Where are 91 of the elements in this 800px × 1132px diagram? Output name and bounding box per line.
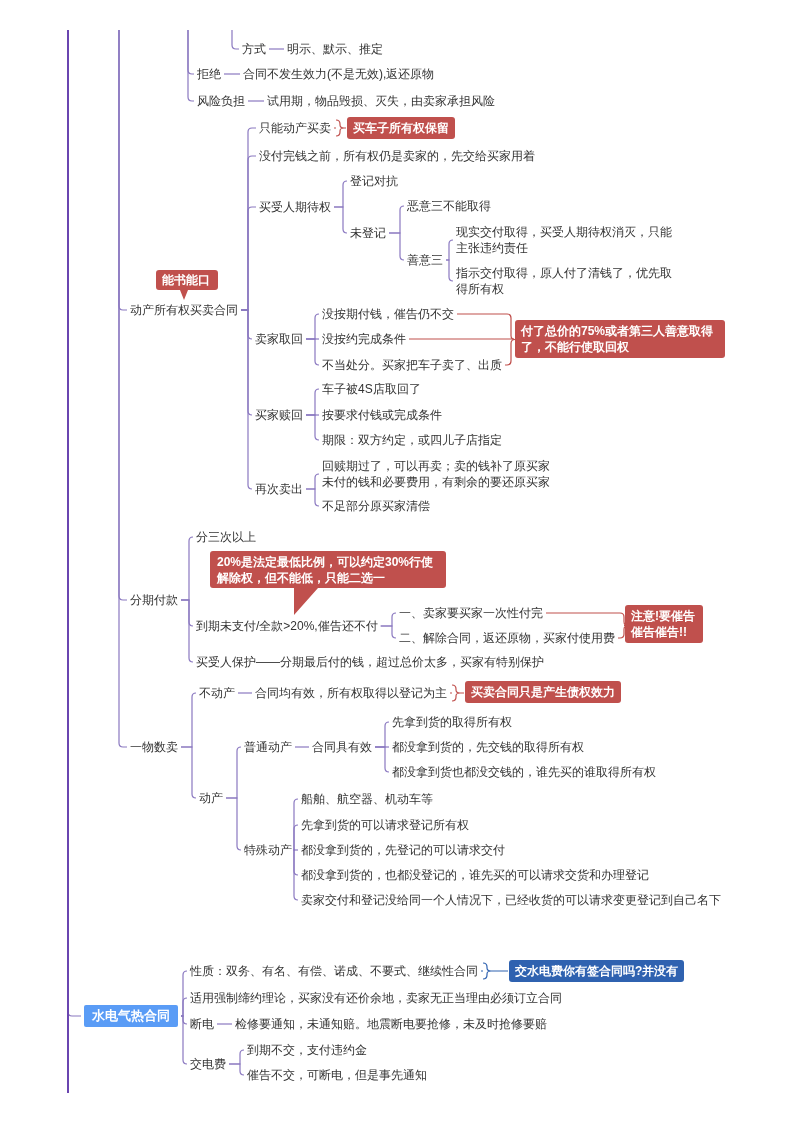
- connector-line: [293, 849, 299, 901]
- topic-text: 不当处分。买家把车子卖了、出质: [322, 357, 502, 373]
- summary-brace: [408, 338, 515, 340]
- topic-text: 到期未支付/全款>20%,催告还不付: [196, 618, 378, 634]
- connector-line: [374, 746, 390, 773]
- topic-text: 指示交付取得，原人付了清钱了，优先取得所有权: [456, 265, 678, 297]
- topic-text: 拒绝: [197, 66, 221, 82]
- connector-line: [180, 599, 194, 663]
- connector-line: [305, 338, 320, 366]
- topic-text: 没按期付钱，催告仍不交: [322, 306, 454, 322]
- topic-text: 性质：双务、有名、有偿、诺成、不要式、继续性合同: [190, 963, 478, 979]
- connector-line: [223, 73, 241, 75]
- topic-text: 卖家交付和登记没给同一个人情况下，已经收货的可以请求变更登记到自己名下: [301, 892, 721, 908]
- connector-line: [333, 206, 348, 234]
- topic-text: 断电: [190, 1016, 214, 1032]
- topic-text: 没按约完成条件: [322, 331, 406, 347]
- connector-line: [445, 239, 454, 261]
- connector-line: [180, 1015, 188, 1065]
- connector-line: [294, 849, 299, 851]
- topic-text: 买受人保护——分期最后付的钱，超过总价太多，买家有特别保护: [196, 654, 544, 670]
- connector-line: [237, 692, 253, 694]
- topic-text: 回赎期过了，可以再卖；卖的钱补了原买家未付的钱和必要费用，有剩余的要还原买家: [322, 458, 554, 490]
- topic-text: 只能动产买卖: [259, 120, 331, 136]
- topic-text: 交电费: [190, 1056, 226, 1072]
- connector-line: [380, 625, 397, 639]
- connector-line: [388, 232, 405, 261]
- topic-text: 动产: [199, 790, 223, 806]
- connector-line: [180, 997, 188, 1017]
- note-callout: 买卖合同只是产生债权效力: [465, 681, 621, 703]
- note-callout: 注意!要催告催告催告!!: [625, 605, 703, 643]
- connector-line: [445, 259, 454, 282]
- topic-text: 都没拿到货也都没交钱的，谁先买的谁取得所有权: [392, 764, 656, 780]
- topic-text: 试用期，物品毁损、灭失，由卖家承担风险: [267, 93, 495, 109]
- connector-line: [240, 309, 253, 490]
- topic-text: 都没拿到货的，先交钱的取得所有权: [392, 739, 584, 755]
- topic-text: 不足部分原买家清偿: [322, 498, 430, 514]
- topic-text: 分三次以上: [196, 529, 256, 545]
- note-callout: 买车子所有权保留: [347, 117, 455, 139]
- connector-line: [294, 746, 310, 748]
- connector-line: [293, 824, 299, 851]
- topic-text: 没付完钱之前，所有权仍是卖家的，先交给买家用着: [259, 148, 535, 164]
- topic-text: 按要求付钱或完成条件: [322, 407, 442, 423]
- topic-text: 登记对抗: [350, 173, 398, 189]
- topic-text: 适用强制缔约理论，买家没有还价余地，卖家无正当理由必须订立合同: [190, 990, 562, 1006]
- topic-text: 现实交付取得，买受人期待权消灭，只能主张违约责任: [456, 224, 678, 256]
- topic-text: 善意三: [407, 252, 443, 268]
- topic-text: 明示、默示、推定: [287, 41, 383, 57]
- topic-text: 特殊动产: [244, 842, 292, 858]
- note-callout: 付了总价的75%或者第三人善意取得了，不能行使取回权: [515, 320, 725, 358]
- topic-text: 风险负担: [197, 93, 245, 109]
- topic-text: 期限：双方约定，或四儿子店指定: [322, 432, 502, 448]
- summary-brace: [449, 684, 465, 702]
- topic-text: 未登记: [350, 225, 386, 241]
- topic-text: 到期不交，支付违约金: [247, 1042, 367, 1058]
- topic-text: 先拿到货的取得所有权: [392, 714, 512, 730]
- topic-text: 催告不交，可断电，但是事先通知: [247, 1067, 427, 1083]
- topic-text: 买家赎回: [255, 407, 303, 423]
- topic-text: 合同均有效，所有权取得以登记为主: [255, 685, 447, 701]
- topic-box: 水电气热合同: [84, 1005, 178, 1027]
- connector-line: [305, 414, 320, 441]
- topic-text: 合同不发生效力(不是无效),返还原物: [243, 66, 435, 82]
- topic-text: 再次卖出: [255, 481, 303, 497]
- topic-text: 先拿到货的可以请求登记所有权: [301, 817, 469, 833]
- topic-text: 一物数卖: [130, 739, 178, 755]
- topic-text: 车子被4S店取回了: [322, 381, 421, 397]
- topic-text: 卖家取回: [255, 331, 303, 347]
- topic-text: 买受人期待权: [259, 199, 331, 215]
- topic-text: 普通动产: [244, 739, 292, 755]
- topic-text: 恶意三不能取得: [407, 198, 491, 214]
- connector-line: [180, 746, 197, 799]
- topic-text: 船舶、航空器、机动车等: [301, 791, 433, 807]
- topic-text: 动产所有权买卖合同: [130, 302, 238, 318]
- connector-line: [268, 48, 285, 50]
- connector-line: [228, 1063, 245, 1076]
- connector-line: [231, 29, 240, 50]
- summary-brace: [333, 119, 347, 137]
- topic-text: 不动产: [199, 685, 235, 701]
- summary-brace: [480, 962, 509, 980]
- connector-line: [247, 100, 265, 102]
- topic-text: 分期付款: [130, 592, 178, 608]
- note-callout: 交水电费你有签合同吗?并没有: [509, 960, 685, 982]
- connector-line: [216, 1023, 233, 1025]
- topic-text: 二、解除合同，返还原物，买家付使用费: [399, 630, 615, 646]
- topic-text: 都没拿到货的，也都没登记的，谁先买的可以请求交货和办理登记: [301, 867, 649, 883]
- topic-text: 检修要通知，未通知赔。地震断电要抢修，未及时抢修要赔: [235, 1016, 547, 1032]
- topic-text: 都没拿到货的，先登记的可以请求交付: [301, 842, 505, 858]
- topic-text: 合同具有效: [312, 739, 372, 755]
- connector-line: [305, 488, 320, 507]
- connector-line: [225, 797, 242, 851]
- topic-text: 方式: [242, 41, 266, 57]
- note-callout: 能书能口: [156, 270, 218, 300]
